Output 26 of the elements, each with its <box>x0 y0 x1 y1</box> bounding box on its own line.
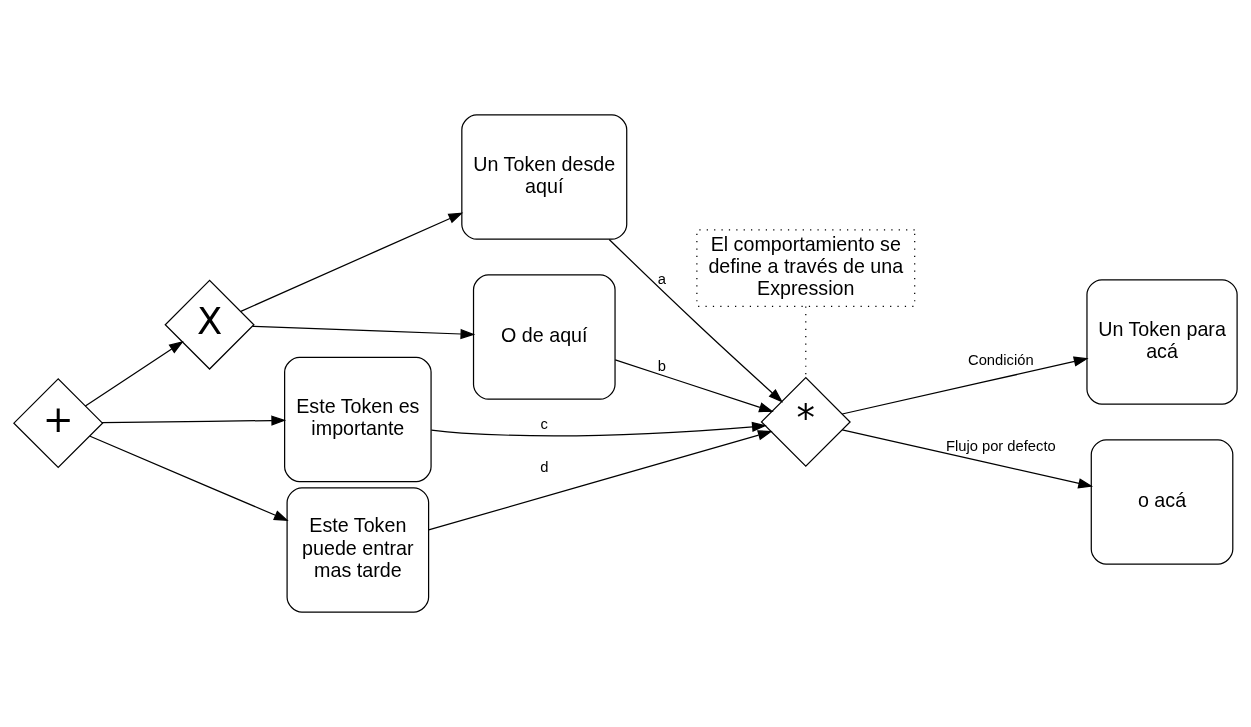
arrow <box>428 430 773 531</box>
edge-label: b <box>657 358 666 375</box>
edge-label: a <box>657 270 666 287</box>
arrow <box>240 212 464 312</box>
node-box: o acá <box>1090 439 1234 565</box>
node-box: Un Token desde aquí <box>461 114 628 240</box>
arrow <box>614 359 774 413</box>
arrow <box>251 325 476 340</box>
edge-label: c <box>540 415 548 432</box>
node-box: Un Token para acá <box>1086 279 1238 405</box>
node-box: Este Token puede entrar mas tarde <box>286 487 430 613</box>
arrow <box>841 356 1089 415</box>
arrow <box>608 238 784 403</box>
edge-label: d <box>540 458 549 475</box>
edge-label: Flujo por defecto <box>945 437 1056 454</box>
node-box: Este Token es importante <box>284 356 432 483</box>
arrow <box>430 421 767 437</box>
node-box: El comportamiento se define a través de una Expression <box>696 229 916 307</box>
arrow <box>89 435 289 521</box>
edge-label: Condición <box>968 351 1034 368</box>
arrow <box>841 429 1093 489</box>
node-diamond: + <box>13 378 104 469</box>
arrow <box>101 415 287 426</box>
node-diamond: X <box>164 279 255 370</box>
arrow <box>84 341 184 407</box>
node-box: O de aquí <box>472 274 616 400</box>
